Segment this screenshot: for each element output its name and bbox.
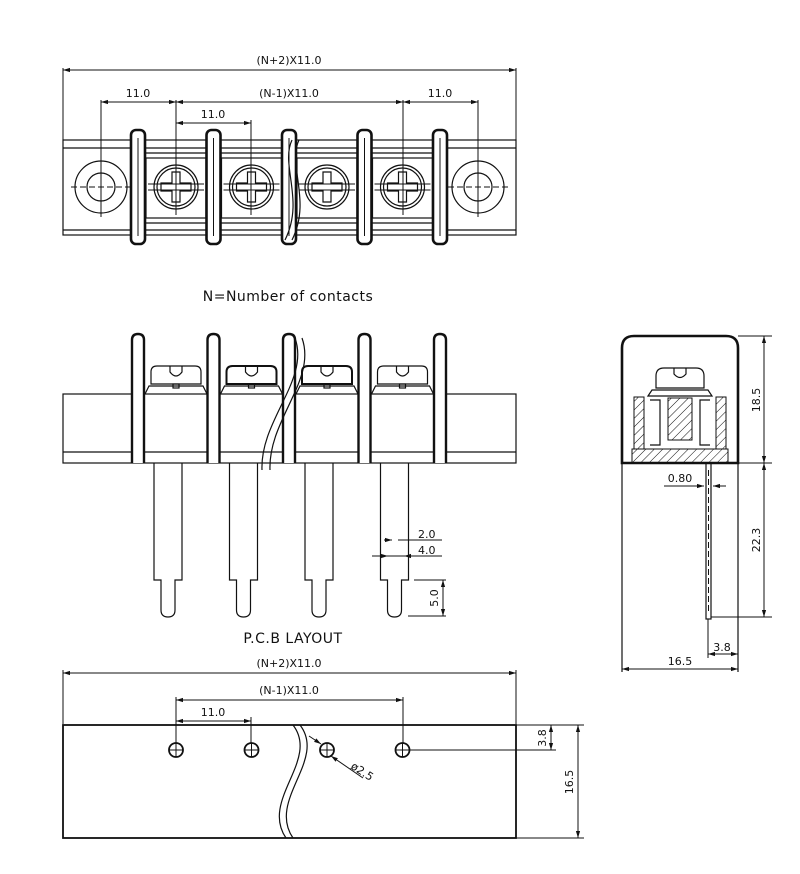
dim-pcb-pitch-label: 11.0 xyxy=(201,706,226,719)
dim-depth-label: 16.5 xyxy=(668,655,693,668)
mounting-hole-inner xyxy=(463,172,493,202)
front-barrier xyxy=(281,332,297,463)
leader-arrow xyxy=(330,755,364,779)
dim-pin-offset-label: 3.8 xyxy=(713,641,731,654)
screw-neck xyxy=(247,383,256,389)
front-barrier xyxy=(432,332,448,463)
side-screw-head xyxy=(655,367,705,389)
dim-pin-length-label: 22.3 xyxy=(750,528,763,553)
cross-slot-icon xyxy=(386,171,419,203)
break-line xyxy=(261,337,299,471)
clamp xyxy=(650,399,661,446)
pin xyxy=(228,463,259,618)
side-body-outline xyxy=(620,334,740,465)
terminal-cell xyxy=(296,157,358,219)
pcb-layout: P.C.B LAYOUT (N+2)X11.0 (N-1)X11.0 11.0 … xyxy=(62,631,584,839)
clamp xyxy=(699,399,710,446)
screw-head-side xyxy=(225,365,278,385)
clamp-washer xyxy=(295,385,359,395)
dim-body-height-label: 18.5 xyxy=(750,388,763,413)
front-barrier xyxy=(357,332,372,463)
pin xyxy=(304,463,334,618)
dim-hole-offset-label: 3.8 xyxy=(536,729,549,747)
terminal-cell xyxy=(145,157,207,219)
side-pin xyxy=(705,462,712,620)
screw-slot xyxy=(673,368,687,379)
screw-slot xyxy=(169,366,183,377)
side-view: 0.80 18.5 22.3 3.8 16.5 xyxy=(620,334,772,672)
front-barrier xyxy=(206,332,221,463)
screw-head xyxy=(228,164,275,210)
barriers xyxy=(129,128,449,246)
screw-head-side xyxy=(301,365,353,385)
break-line xyxy=(269,337,306,471)
front-barrier xyxy=(130,332,146,463)
screw-head xyxy=(304,164,350,210)
screw-thread xyxy=(667,397,693,441)
screws xyxy=(148,164,431,210)
screw-rim xyxy=(156,167,196,207)
screw-head xyxy=(153,164,199,210)
screw-rim xyxy=(307,167,347,207)
dim-left-end-label: 11.0 xyxy=(126,87,151,100)
dim-pitch-span-label: (N-1)X11.0 xyxy=(259,87,319,100)
dim-pcb-pitch-span-label: (N-1)X11.0 xyxy=(259,684,319,697)
clamp-washer xyxy=(219,385,284,395)
pcb-layout-title: P.C.B LAYOUT xyxy=(243,631,342,647)
dim-tip-length-label: 5.0 xyxy=(428,589,441,607)
side-wall-section xyxy=(715,396,727,450)
break-line xyxy=(284,139,294,241)
cross-slot-icon xyxy=(160,171,192,203)
clamp-washer xyxy=(144,385,208,395)
front-barriers xyxy=(130,332,448,463)
screw-slot xyxy=(244,366,259,377)
terminal-cell xyxy=(371,157,434,219)
break-line xyxy=(285,724,308,839)
screw-neck xyxy=(323,383,331,389)
screw-rim xyxy=(382,167,423,207)
pin xyxy=(153,463,183,618)
side-base-section xyxy=(631,448,729,464)
screw-head-side xyxy=(150,365,202,385)
clamp-washer xyxy=(370,385,435,395)
screw-neck xyxy=(398,383,407,389)
front-screws xyxy=(144,365,435,395)
cross-slot-icon xyxy=(235,171,268,203)
dim-hole-diameter-label: ø2.5 xyxy=(348,760,375,784)
dim-pin-shoulder-label: 4.0 xyxy=(418,544,436,557)
dim-pitch-label: 11.0 xyxy=(201,108,226,121)
dim-right-end-label: 11.0 xyxy=(428,87,453,100)
screw-slot xyxy=(320,366,334,377)
mounting-hole-inner xyxy=(86,172,116,202)
dim-pcb-overall-label: (N+2)X11.0 xyxy=(256,657,321,670)
dim-pin-thickness-label: 0.80 xyxy=(668,472,693,485)
washer xyxy=(646,389,714,397)
screw-rim xyxy=(231,167,272,207)
mounting-holes xyxy=(71,157,508,217)
pcb-outline xyxy=(62,724,517,839)
screw-head xyxy=(379,164,426,210)
note-text: N=Number of contacts xyxy=(203,289,374,305)
screw-slot xyxy=(395,366,410,377)
cross-slot-icon xyxy=(311,171,343,203)
top-view: (N+2)X11.0 11.0 (N-1)X11.0 11.0 11.0 xyxy=(62,54,517,246)
terminal-cell xyxy=(220,157,283,219)
dim-pin-width-label: 2.0 xyxy=(418,528,436,541)
screw-neck xyxy=(172,383,180,389)
break-line xyxy=(291,139,301,241)
side-wall-section xyxy=(633,396,645,450)
pcb-holes xyxy=(168,742,411,758)
front-view: 2.0 4.0 5.0 xyxy=(62,332,517,618)
leader-arrow xyxy=(308,735,322,745)
pins xyxy=(153,463,410,618)
break-line xyxy=(278,724,301,839)
dim-overall-label: (N+2)X11.0 xyxy=(256,54,321,67)
dim-pcb-depth-label: 16.5 xyxy=(563,770,576,795)
pin xyxy=(379,463,410,618)
screw-head-side xyxy=(376,365,429,385)
